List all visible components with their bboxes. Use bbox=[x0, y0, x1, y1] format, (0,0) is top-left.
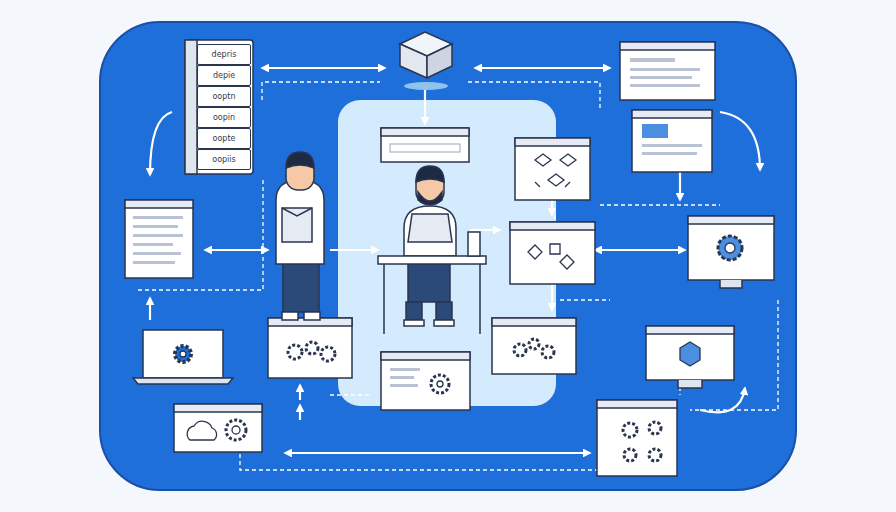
rack-drawer: depie bbox=[197, 65, 251, 86]
server-rack bbox=[185, 40, 253, 174]
drawer-label: oopiis bbox=[212, 155, 235, 164]
rack-drawer: oopin bbox=[197, 107, 251, 128]
rack-side bbox=[185, 40, 197, 174]
windows bbox=[125, 42, 774, 476]
text-lines bbox=[133, 58, 702, 387]
rack-drawer: depris bbox=[197, 44, 251, 65]
drawer-label: oopin bbox=[213, 113, 235, 122]
rack-drawer: oopiis bbox=[197, 149, 251, 170]
drawer-label: ooptn bbox=[212, 92, 235, 101]
arrows bbox=[205, 68, 770, 453]
drawer-label: depris bbox=[212, 50, 237, 59]
rack-drawer: ooptn bbox=[197, 86, 251, 107]
arrows-one-way bbox=[150, 90, 760, 420]
person-at-desk bbox=[378, 166, 486, 334]
background-panel bbox=[100, 22, 796, 490]
drawer-label: oopte bbox=[213, 134, 236, 143]
rack-drawer: oopte bbox=[197, 128, 251, 149]
gear-icons bbox=[175, 154, 742, 461]
drawer-label: depie bbox=[213, 71, 235, 80]
package-icon bbox=[400, 32, 452, 90]
person-standing bbox=[276, 152, 324, 320]
dashed-links bbox=[135, 82, 778, 470]
